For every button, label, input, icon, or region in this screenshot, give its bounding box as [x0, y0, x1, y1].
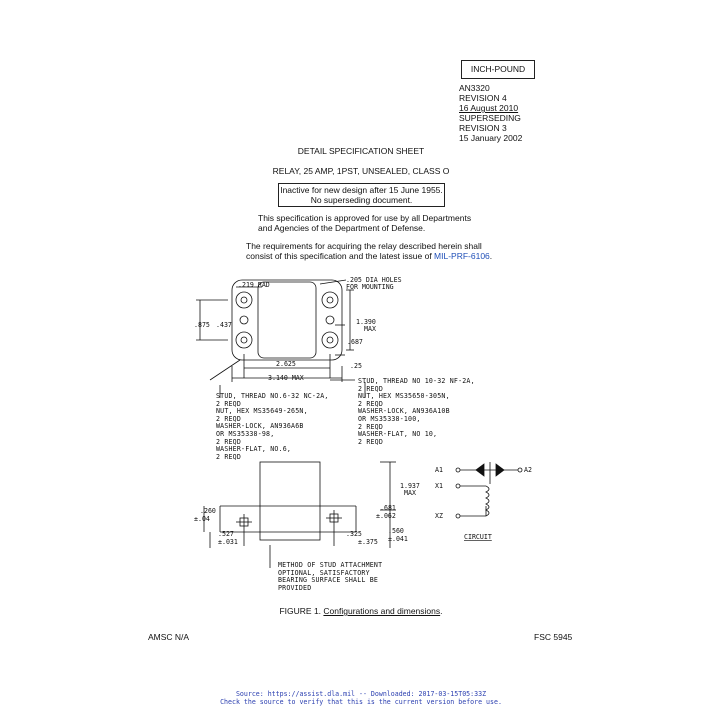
inch-pound-label: INCH-POUND [470, 64, 526, 74]
approval-text: This specification is approved for use b… [258, 213, 498, 233]
label-437: .437 [216, 321, 232, 329]
label-circuit: CIRCUIT [464, 533, 492, 541]
stud-right-line: 2 REQD [358, 384, 384, 393]
stud-left-line: 2 REQD [216, 437, 242, 446]
label-x1: X1 [435, 482, 443, 490]
stud-right-line: 2 REQD [358, 422, 384, 431]
label-560: .560 [388, 527, 404, 535]
stud-left-line: STUD, THREAD NO.6-32 NC-2A, [216, 392, 329, 400]
method-line: METHOD OF STUD ATTACHMENT [278, 561, 383, 569]
superseding: SUPERSEDING [459, 113, 521, 123]
label-875: .875 [194, 321, 210, 329]
label-527-tol: ±.031 [218, 538, 238, 546]
method-line: PROVIDED [278, 583, 312, 592]
stud-right-line: WASHER-FLAT, NO 10, [358, 430, 438, 439]
stud-right-line: WASHER-LOCK, AN936A10B [358, 407, 450, 416]
mil-prf-6106-link[interactable]: MIL-PRF-6106 [434, 251, 490, 261]
stud-left-line: 2 REQD [216, 452, 242, 461]
label-260: .260 [200, 507, 216, 515]
revision-date: 16 August 2010 [459, 103, 519, 113]
label-a1: A1 [435, 466, 443, 474]
label-260-tol: ±.04 [194, 515, 210, 523]
label-325: .325 [346, 530, 362, 538]
label-xz: XZ [435, 512, 443, 520]
label-681-tol: ±.062 [376, 512, 396, 520]
stud-left-line: 2 REQD [216, 399, 242, 408]
stud-left-line: WASHER-LOCK, AN936A6B [216, 422, 304, 431]
label-1937: 1.937 [400, 482, 420, 490]
stud-right-line: 2 REQD [358, 399, 384, 408]
revision: REVISION 4 [459, 93, 507, 103]
item-title: RELAY, 25 AMP, 1PST, UNSEALED, CLASS O [272, 166, 450, 176]
prev-date: 15 January 2002 [459, 133, 523, 143]
stud-right-line: OR MS35338-100, [358, 414, 421, 423]
label-325-tol: ±.375 [358, 538, 378, 546]
inch-pound-box: INCH-POUND [461, 60, 535, 79]
relay-body-side-view [259, 461, 321, 541]
label-1390-max: MAX [364, 325, 376, 333]
relay-body-top-view [231, 279, 343, 361]
label-1390: 1.390 [356, 318, 376, 326]
label-527: .527 [218, 530, 234, 538]
notice-line2: No superseding document. [310, 195, 413, 205]
method-note: METHOD OF STUD ATTACHMENT OPTIONAL, SATI… [278, 561, 438, 592]
label-560-tol: ±.041 [388, 535, 408, 543]
label-3140: 3.140 MAX [268, 374, 304, 382]
stud-right-line: STUD, THREAD NO 10-32 NF-2A, [358, 377, 475, 385]
amsc-label: AMSC N/A [148, 632, 190, 642]
method-line: OPTIONAL, SATISFACTORY [278, 568, 370, 577]
approval-line2: and Agencies of the Department of Defens… [258, 223, 426, 233]
label-a2: A2 [524, 466, 532, 474]
stud-right-line: 2 REQD [358, 437, 384, 446]
stud-left-line: NUT, HEX MS35649-265N, [216, 407, 308, 416]
sheet-title: DETAIL SPECIFICATION SHEET [297, 146, 425, 156]
label-2625: 2.625 [276, 360, 296, 368]
footer-line1: Source: https://assist.dla.mil -- Downlo… [235, 690, 487, 698]
figure-drawing: .219 RAD .205 DIA HOLES FOR MOUNTING .87… [194, 276, 532, 568]
label-holes-2: FOR MOUNTING [346, 283, 394, 291]
stud-notes-right: STUD, THREAD NO 10-32 NF-2A, 2 REQD NUT,… [358, 377, 518, 446]
label-holes-1: .205 DIA HOLES [346, 276, 402, 284]
stud-left-line: WASHER-FLAT, NO.6, [216, 445, 292, 454]
stud-notes-left: STUD, THREAD NO.6-32 NC-2A, 2 REQD NUT, … [216, 392, 366, 461]
footer-line2: Check the source to verify that this is … [220, 698, 502, 706]
revision-block: AN3320 REVISION 4 16 August 2010 SUPERSE… [459, 83, 579, 143]
label-1937-max: MAX [404, 489, 416, 497]
fsc-label: FSC 5945 [534, 632, 573, 642]
label-681: .681 [380, 504, 396, 512]
requirements-text: The requirements for acquiring the relay… [246, 241, 506, 261]
notice-line1: Inactive for new design after 15 June 19… [280, 185, 443, 195]
requirements-line2: consist of this specification and the la… [246, 251, 493, 261]
requirements-line1: The requirements for acquiring the relay… [246, 241, 482, 251]
method-line: BEARING SURFACE SHALL BE [278, 576, 379, 585]
stud-left-line: 2 REQD [216, 414, 242, 423]
source-footer: Source: https://assist.dla.mil -- Downlo… [161, 690, 561, 706]
label-25: .25 [350, 362, 362, 370]
label-rad: .219 RAD [238, 281, 270, 289]
figure-caption: FIGURE 1. Configurations and dimensions. [279, 606, 443, 616]
stud-right-line: NUT, HEX MS35650-305N, [358, 392, 450, 401]
doc-number: AN3320 [459, 83, 490, 93]
label-687: .687 [347, 338, 363, 346]
stud-left-line: OR MS35338-98, [216, 429, 275, 438]
prev-revision: REVISION 3 [459, 123, 507, 133]
approval-line1: This specification is approved for use b… [258, 213, 472, 223]
inactive-notice: Inactive for new design after 15 June 19… [278, 183, 445, 207]
